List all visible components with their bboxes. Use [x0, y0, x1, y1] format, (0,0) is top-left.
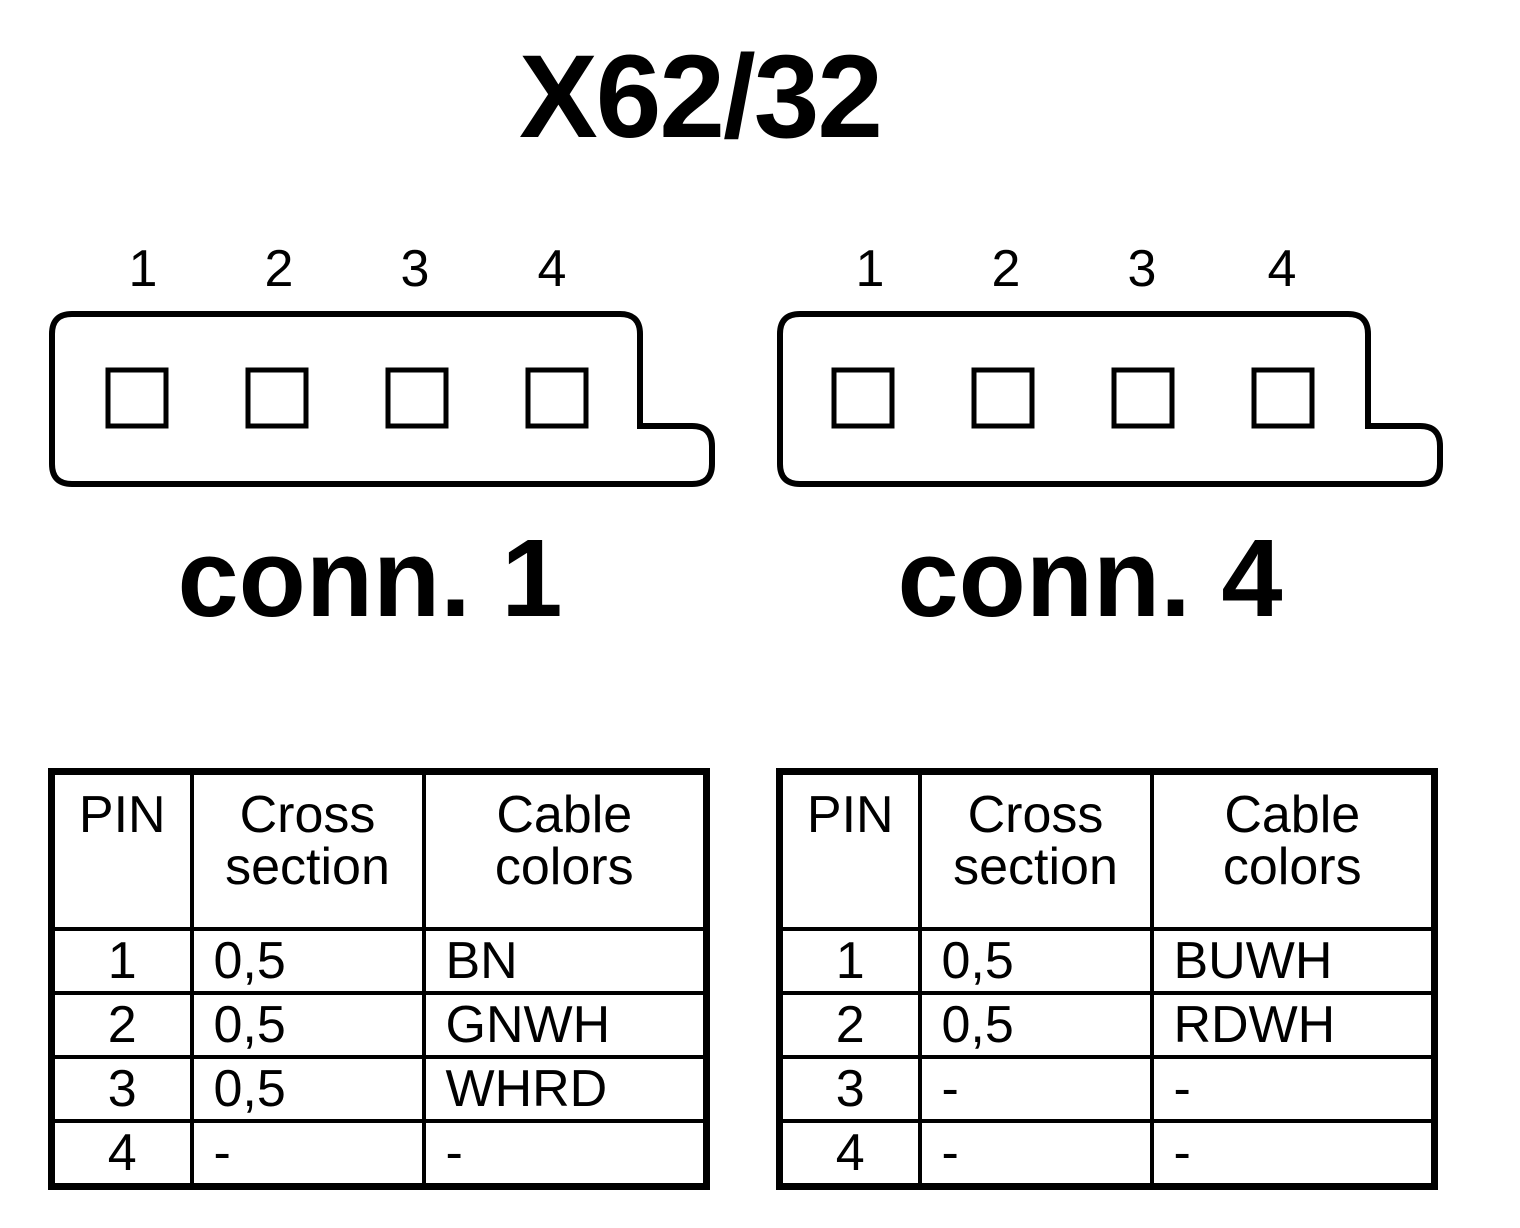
table-row: 4 - -: [777, 1119, 1437, 1189]
connector-1-pin-socket-4: [525, 367, 589, 429]
connector-4-pin-number: 2: [992, 240, 1021, 298]
table-row: 2 0,5 GNWH: [49, 991, 709, 1059]
cross-section-cell: -: [917, 1119, 1154, 1189]
header-colors-line1: Cable: [1224, 786, 1361, 844]
header-colors-line1: Cable: [496, 786, 633, 844]
connector-1-pin-socket-3: [385, 367, 449, 429]
connector-1-pin-number: 3: [401, 240, 430, 298]
connector-1-pin-socket-1: [105, 367, 169, 429]
connector-4-pin-table: PIN Cross section Cable colors 1 0,5 BUW…: [776, 768, 1438, 1190]
cable-color-cell: BUWH: [1149, 927, 1437, 995]
table-row: 2 0,5 RDWH: [777, 991, 1437, 1059]
table-row: 3 - -: [777, 1055, 1437, 1123]
header-cross-line1: Cross: [239, 786, 376, 844]
connector-4-housing: [777, 311, 1443, 487]
pin-cell: 2: [777, 991, 922, 1059]
connector-1-pin-number: 2: [265, 240, 294, 298]
connector-1-pin-table: PIN Cross section Cable colors 1 0,5 BN …: [48, 768, 710, 1190]
table-header-row: PIN Cross section Cable colors: [777, 769, 1437, 931]
cross-section-cell: -: [189, 1119, 426, 1189]
header-pin: PIN: [777, 769, 922, 931]
pin-cell: 1: [49, 927, 194, 995]
header-cross-section: Cross section: [189, 769, 426, 931]
header-colors-line2: colors: [1222, 838, 1362, 896]
header-cross-line2: section: [953, 838, 1118, 896]
header-pin: PIN: [49, 769, 194, 931]
pin-cell: 1: [777, 927, 922, 995]
pin-cell: 3: [777, 1055, 922, 1123]
connector-1-label: conn. 1: [177, 517, 563, 640]
cable-color-cell: BN: [421, 927, 709, 995]
cable-color-cell: -: [1149, 1119, 1437, 1189]
header-cross-line2: section: [225, 838, 390, 896]
cross-section-cell: 0,5: [917, 991, 1154, 1059]
header-cross-section: Cross section: [917, 769, 1154, 931]
cable-color-cell: -: [421, 1119, 709, 1189]
connector-4-pin-socket-3: [1111, 367, 1175, 429]
connector-1-housing: [49, 311, 715, 487]
table-row: 3 0,5 WHRD: [49, 1055, 709, 1123]
pin-cell: 3: [49, 1055, 194, 1123]
cable-color-cell: GNWH: [421, 991, 709, 1059]
header-cable-colors: Cable colors: [421, 769, 709, 931]
pin-cell: 4: [49, 1119, 194, 1189]
cross-section-cell: 0,5: [917, 927, 1154, 995]
cross-section-cell: 0,5: [189, 991, 426, 1059]
pin-cell: 2: [49, 991, 194, 1059]
header-cross-line1: Cross: [967, 786, 1104, 844]
header-colors-line2: colors: [494, 838, 634, 896]
connector-4-pin-number: 4: [1268, 240, 1297, 298]
connector-4-pin-number: 3: [1128, 240, 1157, 298]
pin-cell: 4: [777, 1119, 922, 1189]
table-row: 1 0,5 BUWH: [777, 927, 1437, 995]
cable-color-cell: WHRD: [421, 1055, 709, 1123]
connector-4-pin-socket-2: [971, 367, 1035, 429]
connector-4-label: conn. 4: [897, 517, 1283, 640]
connector-drawings: 1 2 3 4 1 2 3 4: [49, 240, 1443, 487]
cable-color-cell: -: [1149, 1055, 1437, 1123]
table-row: 1 0,5 BN: [49, 927, 709, 995]
connector-4-pin-socket-1: [831, 367, 895, 429]
cross-section-cell: 0,5: [189, 1055, 426, 1123]
table-header-row: PIN Cross section Cable colors: [49, 769, 709, 931]
connector-4-pin-number: 1: [856, 240, 885, 298]
cross-section-cell: -: [917, 1055, 1154, 1123]
diagram-title: X62/32: [519, 31, 883, 163]
connector-1-pin-number: 1: [129, 240, 158, 298]
connector-1-pin-number: 4: [538, 240, 567, 298]
cross-section-cell: 0,5: [189, 927, 426, 995]
table-row: 4 - -: [49, 1119, 709, 1189]
cable-color-cell: RDWH: [1149, 991, 1437, 1059]
header-cable-colors: Cable colors: [1149, 769, 1437, 931]
connector-4-pin-socket-4: [1251, 367, 1315, 429]
connector-1-pin-socket-2: [245, 367, 309, 429]
